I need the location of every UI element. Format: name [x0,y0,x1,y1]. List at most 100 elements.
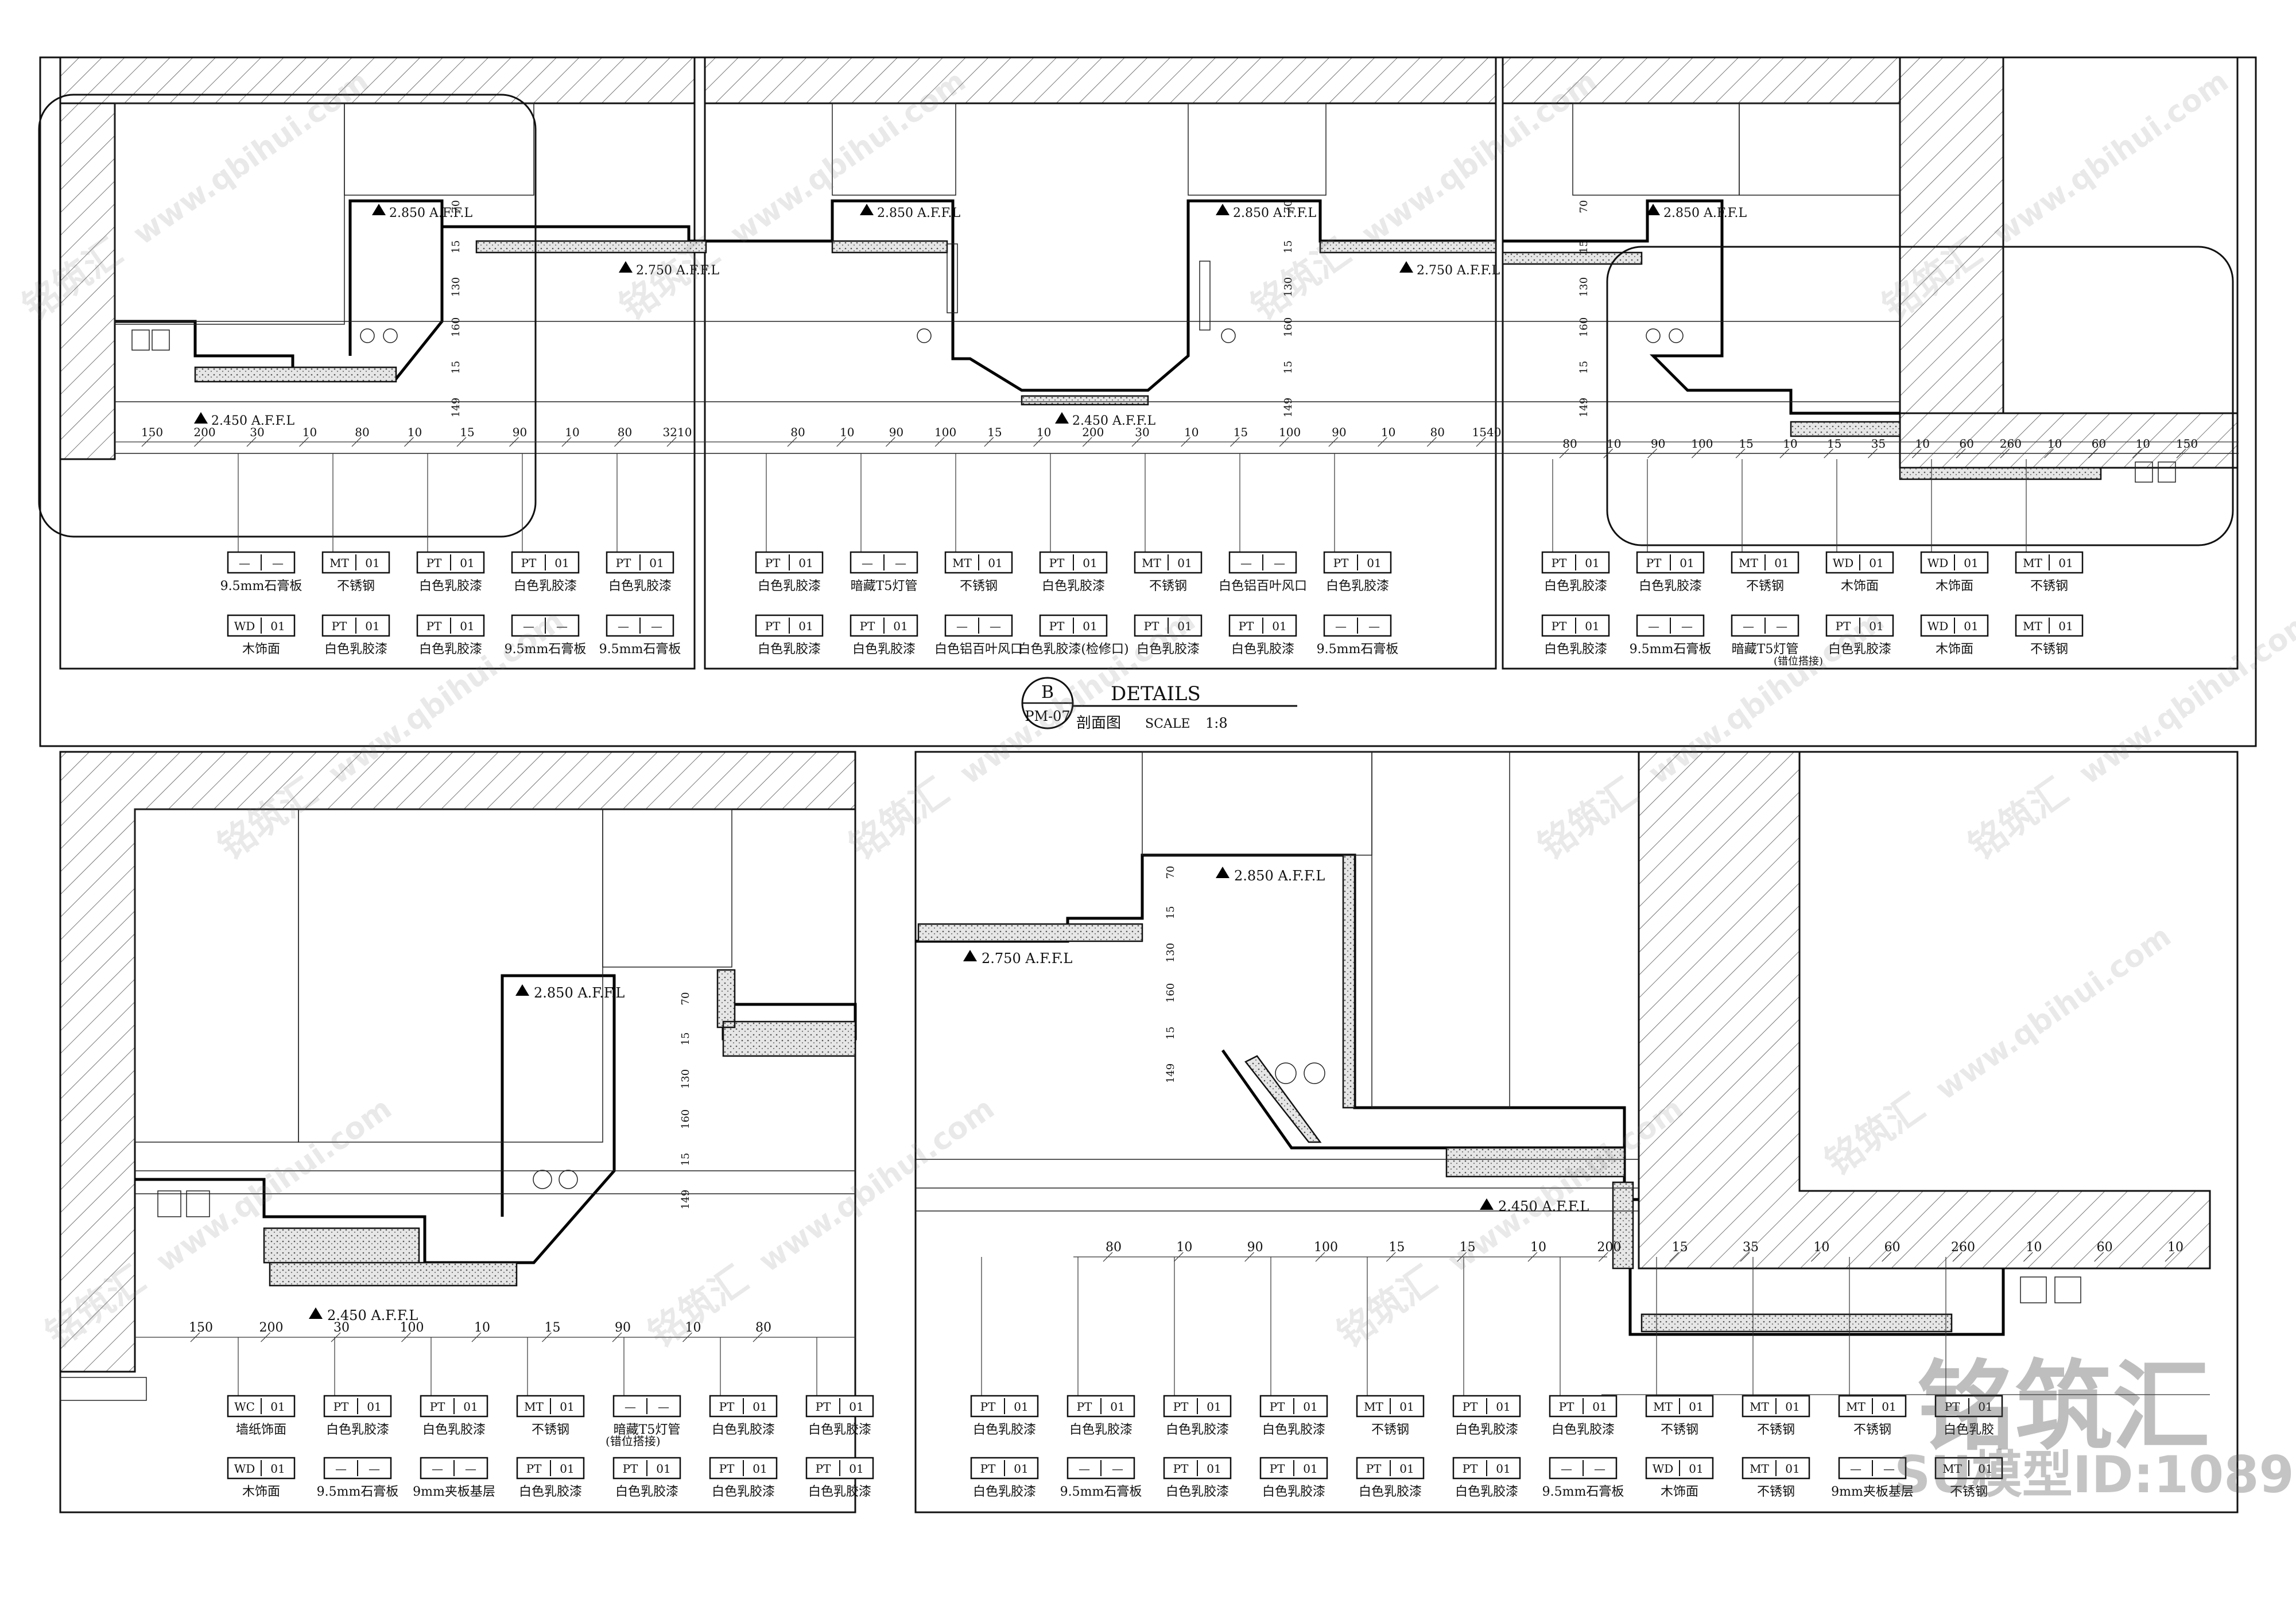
material-tag-code: WD [1833,556,1854,570]
material-tag-label: 木饰面 [242,1485,280,1499]
dimension-label: 60 [2097,1240,2113,1255]
dimension-label: 10 [2047,437,2062,451]
material-tag-number: 01 [1303,1400,1317,1414]
material-tag: ——暗藏T5灯管 [612,1395,681,1437]
dimension-label: 15 [1389,1240,1405,1255]
material-tag-label: 木饰面 [1936,579,1973,593]
dimension-label: 15 [987,425,1002,439]
material-tag-label: 白色乳胶漆 [1639,579,1702,593]
dimension-label: 10 [1813,1240,1829,1255]
material-tag-code: PT [623,1462,638,1476]
material-tag-label: 墙纸饰面 [236,1423,286,1437]
material-tag-label: 木饰面 [1661,1485,1698,1499]
material-tag-number: 01 [753,1400,767,1414]
material-tag-number: 01 [1774,556,1789,570]
vertical-dimension-label: 160 [450,317,462,337]
material-tag-code: PT [521,556,537,570]
dimension-label: 100 [934,425,956,439]
dimension-label: 15 [545,1321,561,1335]
material-tag-number: 01 [1014,1400,1028,1414]
material-tag-number: 01 [656,1462,670,1476]
top-detail-band: 2.850 A.F.F.L 2.750 A.F.F.L 2.450 A.F.F.… [38,56,2257,747]
material-tag-number: 01 [1585,619,1599,633]
vertical-dimension-label: 70 [680,992,692,1006]
material-tag-number: 01 [1785,1400,1799,1414]
material-tag-number: 01 [1272,619,1286,633]
watermark-brand: 铭筑汇 [1244,231,1359,329]
material-tag-label: 白色乳胶 [1944,1423,1994,1437]
dimension-tick [934,437,945,447]
dimension-label: 3210 [663,425,692,439]
dimension-label: 30 [250,425,264,439]
material-tag-number: — [895,556,906,570]
material-tag-code: PT [1333,556,1349,570]
detail-scale-label: SCALE [1145,717,1190,731]
material-tag-number: — [465,1462,476,1476]
slab-strip-top-left [59,56,696,104]
material-tag-number: 01 [2058,556,2073,570]
vertical-dimension-label: 149 [680,1190,692,1209]
dimension-label: 100 [1279,425,1301,439]
material-tag-label: 白色乳胶漆 [1262,1485,1325,1499]
slab-bottom-right [1638,751,2211,1270]
material-tag-code: MT [1942,1462,1962,1476]
dimension-tick [2132,448,2142,459]
material-tag: ——9.5mm石膏板 [317,1457,398,1499]
material-tag-label: 白色乳胶漆 [712,1485,775,1499]
material-tag-label: 不锈钢 [1950,1485,1988,1499]
dimension-tick [141,437,152,447]
material-tag-label: 白色乳胶漆 [1544,642,1607,657]
material-tag-label: 9.5mm石膏板 [599,642,681,657]
vertical-dimension-label: 160 [1282,317,1294,337]
material-tag-label: 不锈钢 [1746,579,1784,593]
dimension-label: 150 [141,425,163,439]
dimension-tick [666,437,677,447]
dimension-tick [682,1332,692,1342]
material-tag-code: PT [1049,556,1065,570]
level-mark: 2.850 A.F.F.L [877,206,961,220]
leader-lines-bottom-right [981,1257,1946,1396]
material-tag-label: 白色乳胶漆 [615,1485,678,1499]
material-tag-code: PT [765,619,781,633]
dimension-label: 80 [1430,425,1445,439]
material-tag-number: — [1883,1462,1895,1476]
dimension-tick [2023,1252,2033,1262]
material-tag-number: 01 [1785,1462,1799,1476]
dimension-label: 1540 [1472,425,1502,439]
dimension-tick [246,437,257,447]
dimension-tick [886,437,895,447]
material-tag-code: WD [234,619,255,633]
soffit-box-bl-3 [602,809,732,968]
dimension-label: 10 [408,425,422,439]
corner-watermark-id: SU模型ID:10891 [1894,1445,2296,1504]
panel-frame-top-mid [704,56,1497,670]
dimension-tick [351,437,362,447]
vertical-dimension-label: 70 [1165,866,1177,879]
material-tag-number: — [658,1400,669,1414]
material-tag-number: 01 [1592,1400,1607,1414]
material-tag-label: 白色乳胶漆 [1042,579,1105,593]
material-tag-code: — [1648,619,1659,633]
dimension-label: 10 [1037,425,1051,439]
vertical-dimension-label: 149 [450,398,462,417]
dimension-label: 10 [1607,437,1621,451]
dimension-tick [1173,1252,1184,1262]
level-mark: 2.850 A.F.F.L [534,985,625,1001]
soffit-box-bl-1 [134,809,299,1143]
